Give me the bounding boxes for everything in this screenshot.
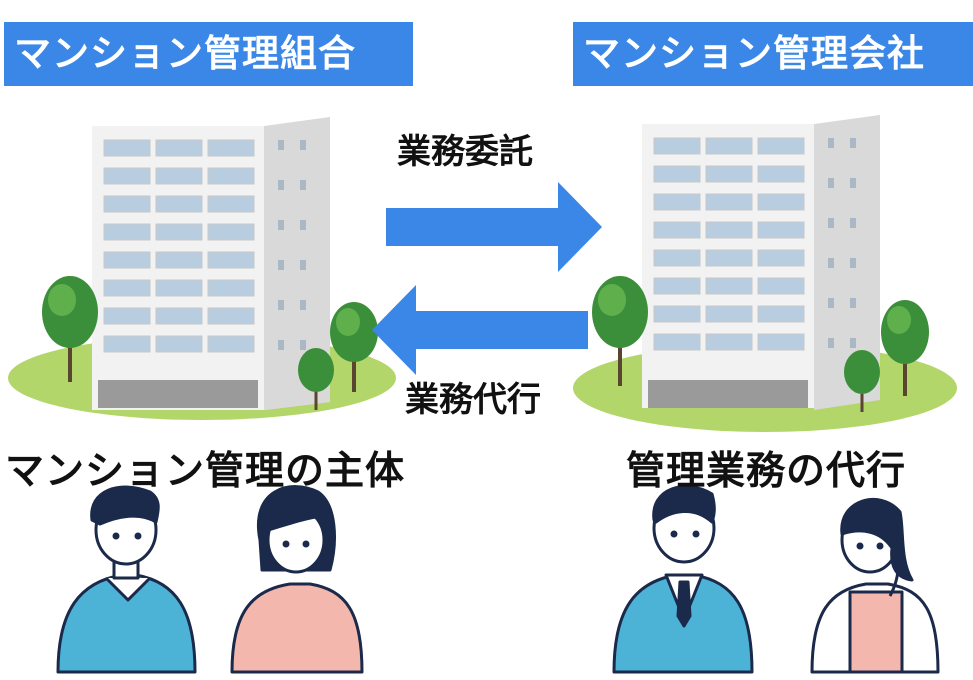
right-building xyxy=(642,115,880,410)
right-party-subtitle: 管理業務の代行 xyxy=(626,440,906,496)
left-building xyxy=(92,117,330,410)
arrow-to-right-label: 業務委託 xyxy=(397,124,533,173)
arrow-to-left-label: 業務代行 xyxy=(405,372,541,421)
person-woman-office xyxy=(812,499,938,672)
arrow-right xyxy=(386,182,602,272)
person-woman-casual xyxy=(232,487,362,672)
left-party-title: マンション管理組合 xyxy=(4,22,413,86)
left-party-subtitle: マンション管理の主体 xyxy=(5,440,405,496)
left-building-scene xyxy=(8,117,396,420)
person-man-casual xyxy=(58,487,195,672)
right-building-scene xyxy=(573,115,957,432)
person-man-suit xyxy=(614,486,752,672)
arrow-left xyxy=(372,285,588,375)
right-party-title: マンション管理会社 xyxy=(573,22,973,86)
